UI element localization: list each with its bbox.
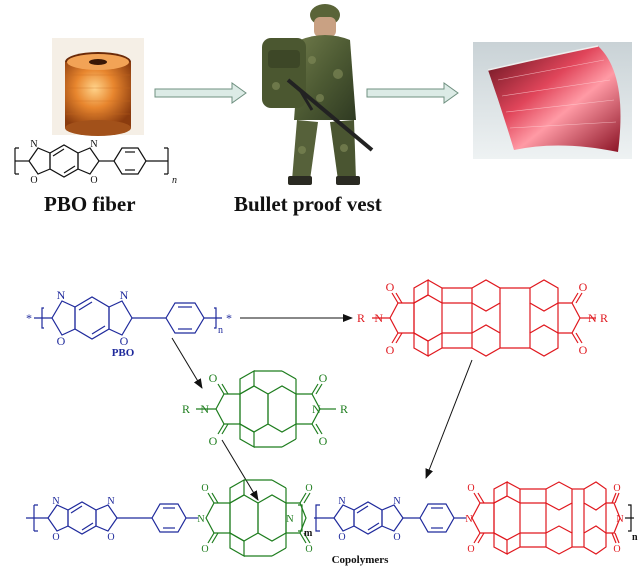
pdi-o-1: O bbox=[386, 280, 395, 294]
copolymer-end-bracket bbox=[625, 504, 634, 532]
pbo-n-left: N bbox=[57, 288, 66, 302]
copolymers-label: Copolymers bbox=[332, 554, 390, 566]
co-pbo2-n2: N bbox=[393, 496, 400, 507]
pbo-label: PBO bbox=[112, 347, 135, 359]
ndi-r-left: R bbox=[182, 402, 190, 416]
pdi-o-3: O bbox=[579, 280, 588, 294]
co-pbo1-o1: O bbox=[52, 532, 59, 543]
pdi-n-right: N bbox=[588, 311, 597, 325]
pbo-monomer bbox=[34, 296, 222, 340]
copolymer-pbo-segment-2 bbox=[314, 501, 466, 535]
copolymer-n-subscript: n bbox=[632, 532, 638, 543]
co-ndi-o1: O bbox=[201, 483, 208, 494]
pdi-r-left: R bbox=[357, 311, 365, 325]
pbo-top-repeat-n: n bbox=[172, 175, 177, 186]
co-pdi-o2: O bbox=[467, 544, 474, 555]
co-pdi-o1: O bbox=[467, 483, 474, 494]
arrow-pdi-to-copolymer bbox=[425, 359, 473, 479]
copolymer-pbo-segment-1 bbox=[26, 501, 198, 535]
co-pbo2-o2: O bbox=[393, 532, 400, 543]
pdi-n-left: N bbox=[374, 311, 383, 325]
ndi-n-right: N bbox=[312, 402, 321, 416]
pbo-n-right: N bbox=[120, 288, 129, 302]
soldier-photo bbox=[262, 4, 374, 185]
co-ndi-n-left: N bbox=[197, 514, 204, 525]
ndi-r-right: R bbox=[340, 402, 348, 416]
co-ndi-o4: O bbox=[305, 544, 312, 555]
pdi-monomer bbox=[372, 278, 596, 358]
co-pbo1-n1: N bbox=[52, 496, 59, 507]
ndi-o-1: O bbox=[209, 371, 218, 385]
ndi-o-2: O bbox=[209, 434, 218, 448]
ndi-o-4: O bbox=[319, 434, 328, 448]
pbo-star-right: * bbox=[226, 311, 232, 325]
co-pbo1-o2: O bbox=[107, 532, 114, 543]
block-arrow-2 bbox=[366, 82, 459, 104]
flexible-film-photo bbox=[473, 42, 632, 159]
copolymer-m-subscript: m bbox=[304, 528, 313, 539]
pdi-r-right: R bbox=[600, 311, 608, 325]
co-pdi-n-right: N bbox=[616, 514, 623, 525]
co-ndi-n-right: N bbox=[286, 514, 293, 525]
pbo-o-left: O bbox=[57, 334, 66, 348]
co-pbo2-o1: O bbox=[338, 532, 345, 543]
pbo-fiber-photo bbox=[52, 38, 144, 136]
co-ndi-o2: O bbox=[201, 544, 208, 555]
co-pdi-o3: O bbox=[613, 483, 620, 494]
pbo-star-left: * bbox=[26, 311, 32, 325]
pbo-top-o2: O bbox=[90, 175, 97, 186]
pbo-top-o1: O bbox=[30, 175, 37, 186]
co-pdi-o4: O bbox=[613, 544, 620, 555]
copolymer-pdi-segment bbox=[471, 480, 621, 556]
co-pdi-n-left: N bbox=[465, 514, 472, 525]
ndi-o-3: O bbox=[319, 371, 328, 385]
block-arrow-1 bbox=[154, 82, 247, 104]
co-ndi-o3: O bbox=[305, 483, 312, 494]
co-pbo2-n1: N bbox=[338, 496, 345, 507]
pbo-top-n2: N bbox=[90, 139, 97, 150]
arrow-ndi-to-copolymer bbox=[221, 439, 259, 501]
vest-caption: Bullet proof vest bbox=[234, 192, 382, 216]
pbo-n-subscript: n bbox=[218, 325, 223, 336]
co-pbo1-n2: N bbox=[107, 496, 114, 507]
pdi-o-4: O bbox=[579, 343, 588, 357]
ndi-monomer bbox=[196, 369, 336, 449]
pbo-top-n1: N bbox=[30, 139, 37, 150]
arrow-pbo-to-ndi bbox=[171, 337, 203, 389]
pdi-o-2: O bbox=[386, 343, 395, 357]
copolymer-ndi-segment bbox=[205, 478, 311, 558]
pbo-fiber-caption: PBO fiber bbox=[44, 192, 136, 216]
pbo-o-right: O bbox=[120, 334, 129, 348]
pbo-structure-top bbox=[14, 144, 169, 178]
ndi-n-left: N bbox=[200, 402, 209, 416]
